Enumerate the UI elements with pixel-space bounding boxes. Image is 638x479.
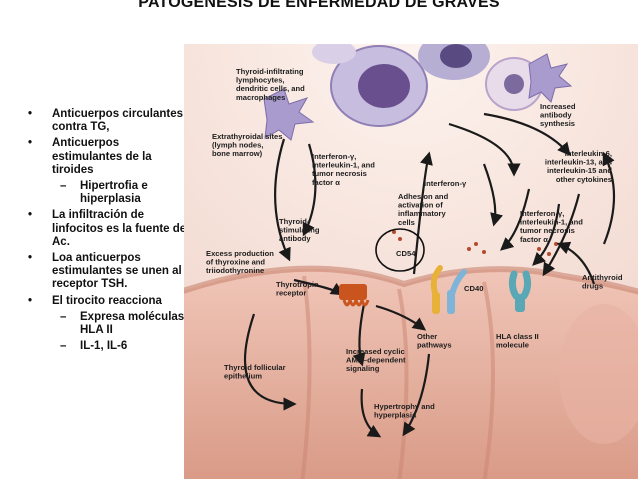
slide-title: PATOGÉNESIS DE ENFERMEDAD DE GRAVES [0, 0, 638, 12]
bullet-item: Anticuerpos estimulantes de la tiroides [28, 137, 188, 177]
label-line: Interferon-γ [424, 179, 467, 188]
label-line: CD54 [396, 249, 416, 258]
bullet-item: IL-1, IL-6 [28, 340, 188, 353]
bullet-item: La infiltración de linfocitos es la fuen… [28, 209, 188, 249]
label-line: receptor [276, 289, 306, 298]
bullet-item: El tirocito reacciona [28, 295, 188, 308]
label-line: synthesis [540, 119, 575, 128]
bullet-list: Anticuerpos circulantes contra TG, Anticu… [28, 108, 188, 356]
label-line: pathways [417, 341, 452, 350]
label-line: CD40 [464, 284, 483, 293]
label-cd40: CD40 [464, 284, 483, 293]
label-line: epithelium [224, 372, 262, 381]
label-line: bone marrow) [212, 149, 263, 158]
label-ifn-gamma: Interferon-γ [424, 179, 467, 188]
label-line: cells [398, 218, 415, 227]
label-line: antibody [279, 234, 311, 243]
bullet-item: Expresa moléculas HLA II [28, 311, 188, 337]
bullet-item: Hipertrofia e hiperplasia [28, 180, 188, 206]
label-line: factor α [312, 178, 340, 187]
bullet-item: Loa anticuerpos estimulantes se unen al … [28, 252, 188, 292]
label-line: triiodothyronine [206, 266, 264, 275]
label-line: other cytokines [556, 175, 612, 184]
bullet-item: Anticuerpos circulantes contra TG, [28, 108, 188, 134]
label-line: factor α [520, 235, 548, 244]
label-line: hyperplasia [374, 411, 417, 420]
label-line: molecule [496, 341, 529, 350]
label-cd54: CD54 [396, 249, 416, 258]
label-line: macrophages [236, 93, 285, 102]
label-line: signaling [346, 364, 380, 373]
label-line: drugs [582, 282, 603, 291]
